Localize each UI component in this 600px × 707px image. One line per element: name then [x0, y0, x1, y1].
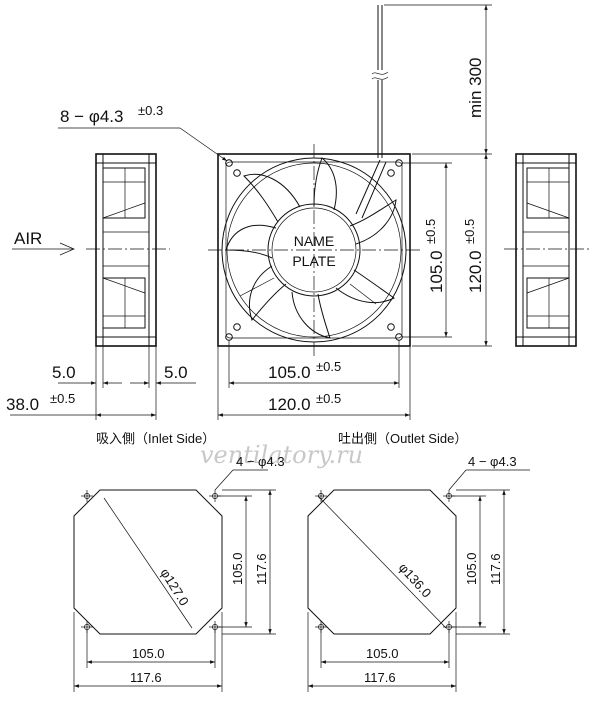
- outlet-diameter-label: φ136.0: [396, 560, 435, 600]
- watermark: ventilatory.ru: [200, 441, 363, 469]
- dim-120-horizontal-tol: ±0.5: [316, 391, 341, 406]
- front-vertical-dimensions: [402, 154, 492, 347]
- holes-tolerance: ±0.3: [138, 103, 163, 118]
- right-side-view: [504, 153, 590, 347]
- dim-105-vertical: 105.0: [427, 250, 446, 293]
- outlet-1176-horizontal: 117.6: [364, 670, 396, 685]
- dim-38: 38.0: [6, 395, 39, 414]
- name-plate-line1: NAME: [294, 233, 334, 249]
- dim-105-horizontal-tol: ±0.5: [316, 359, 341, 374]
- inlet-holes-label: 4 − φ4.3: [236, 454, 285, 469]
- outlet-1176-vertical: 117.6: [488, 553, 503, 585]
- left-side-view: [86, 153, 170, 347]
- dim-5-right: 5.0: [164, 363, 188, 382]
- dim-120-horizontal: 120.0: [268, 395, 311, 414]
- outlet-holes-label: 4 − φ4.3: [468, 454, 517, 469]
- lead-length-label: min 300: [466, 58, 485, 118]
- inlet-side-drawing: [73, 469, 276, 692]
- dim-105-horizontal: 105.0: [268, 363, 311, 382]
- dim-120-vertical-tol: ±0.5: [462, 219, 477, 244]
- holes-leader: [58, 127, 228, 162]
- front-horizontal-dimensions: [217, 340, 411, 420]
- outlet-side-title: 吐出側（Outlet Side）: [338, 431, 467, 446]
- dim-120-vertical: 120.0: [466, 250, 485, 293]
- dim-5-left: 5.0: [52, 363, 76, 382]
- dim-38-tol: ±0.5: [50, 391, 75, 406]
- outlet-105-vertical: 105.0: [464, 552, 479, 585]
- side-width-dimensions: [10, 346, 196, 420]
- inlet-1176-vertical: 117.6: [254, 553, 269, 585]
- lead-length-dimension: [384, 4, 492, 155]
- air-flow-arrow: [12, 242, 75, 256]
- name-plate-line2: PLATE: [292, 253, 335, 269]
- holes-label: 8 − φ4.3: [60, 107, 123, 126]
- air-label: AIR: [14, 229, 42, 248]
- inlet-side-title: 吸入側（Inlet Side）: [96, 431, 215, 446]
- front-view: [208, 144, 420, 356]
- dim-105-vertical-tol: ±0.5: [423, 219, 438, 244]
- outlet-105-horizontal: 105.0: [366, 646, 399, 661]
- inlet-105-horizontal: 105.0: [132, 646, 165, 661]
- inlet-1176-horizontal: 117.6: [130, 670, 162, 685]
- lead-wires: [371, 5, 389, 158]
- outlet-side-drawing: [307, 469, 530, 692]
- inlet-105-vertical: 105.0: [230, 552, 245, 585]
